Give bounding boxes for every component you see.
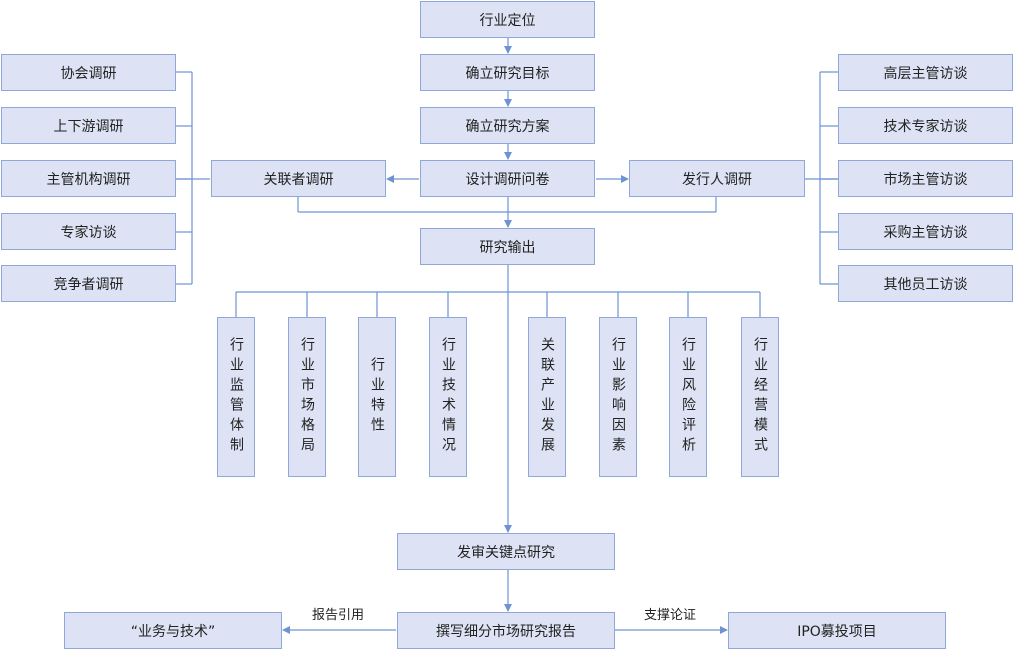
report-box: 撰写细分市场研究报告: [397, 612, 615, 649]
ipo-project-box: IPO募投项目: [728, 612, 946, 649]
key-points-box: 发审关键点研究: [397, 533, 615, 570]
output-item: 行业特性: [358, 317, 396, 477]
right-item: 市场主管访谈: [838, 160, 1013, 197]
goal-box: 确立研究目标: [420, 54, 595, 91]
positioning-box: 行业定位: [420, 1, 595, 38]
report-citation-label: 报告引用: [312, 608, 365, 623]
output-item: 行业技术情况: [429, 317, 467, 477]
output-box: 研究输出: [420, 228, 595, 265]
output-item: 行业监管体制: [217, 317, 255, 477]
left-item: 上下游调研: [1, 107, 176, 144]
output-item: 行业风险评析: [669, 317, 707, 477]
business-technology-box: “业务与技术”: [64, 612, 282, 649]
left-item: 专家访谈: [1, 213, 176, 250]
output-item: 行业市场格局: [288, 317, 326, 477]
right-item: 其他员工访谈: [838, 265, 1013, 302]
support-argument-label: 支撑论证: [644, 608, 697, 623]
left-item: 协会调研: [1, 54, 176, 91]
right-item: 高层主管访谈: [838, 54, 1013, 91]
questionnaire-box: 设计调研问卷: [420, 160, 595, 197]
output-item: 行业经营模式: [741, 317, 779, 477]
output-item: 关联产业发展: [528, 317, 566, 477]
left-item: 竞争者调研: [1, 265, 176, 302]
issuer-box: 发行人调研: [629, 160, 805, 197]
output-item: 行业影响因素: [599, 317, 637, 477]
related-party-box: 关联者调研: [211, 160, 386, 197]
right-item: 技术专家访谈: [838, 107, 1013, 144]
left-item: 主管机构调研: [1, 160, 176, 197]
right-item: 采购主管访谈: [838, 213, 1013, 250]
plan-box: 确立研究方案: [420, 107, 595, 144]
